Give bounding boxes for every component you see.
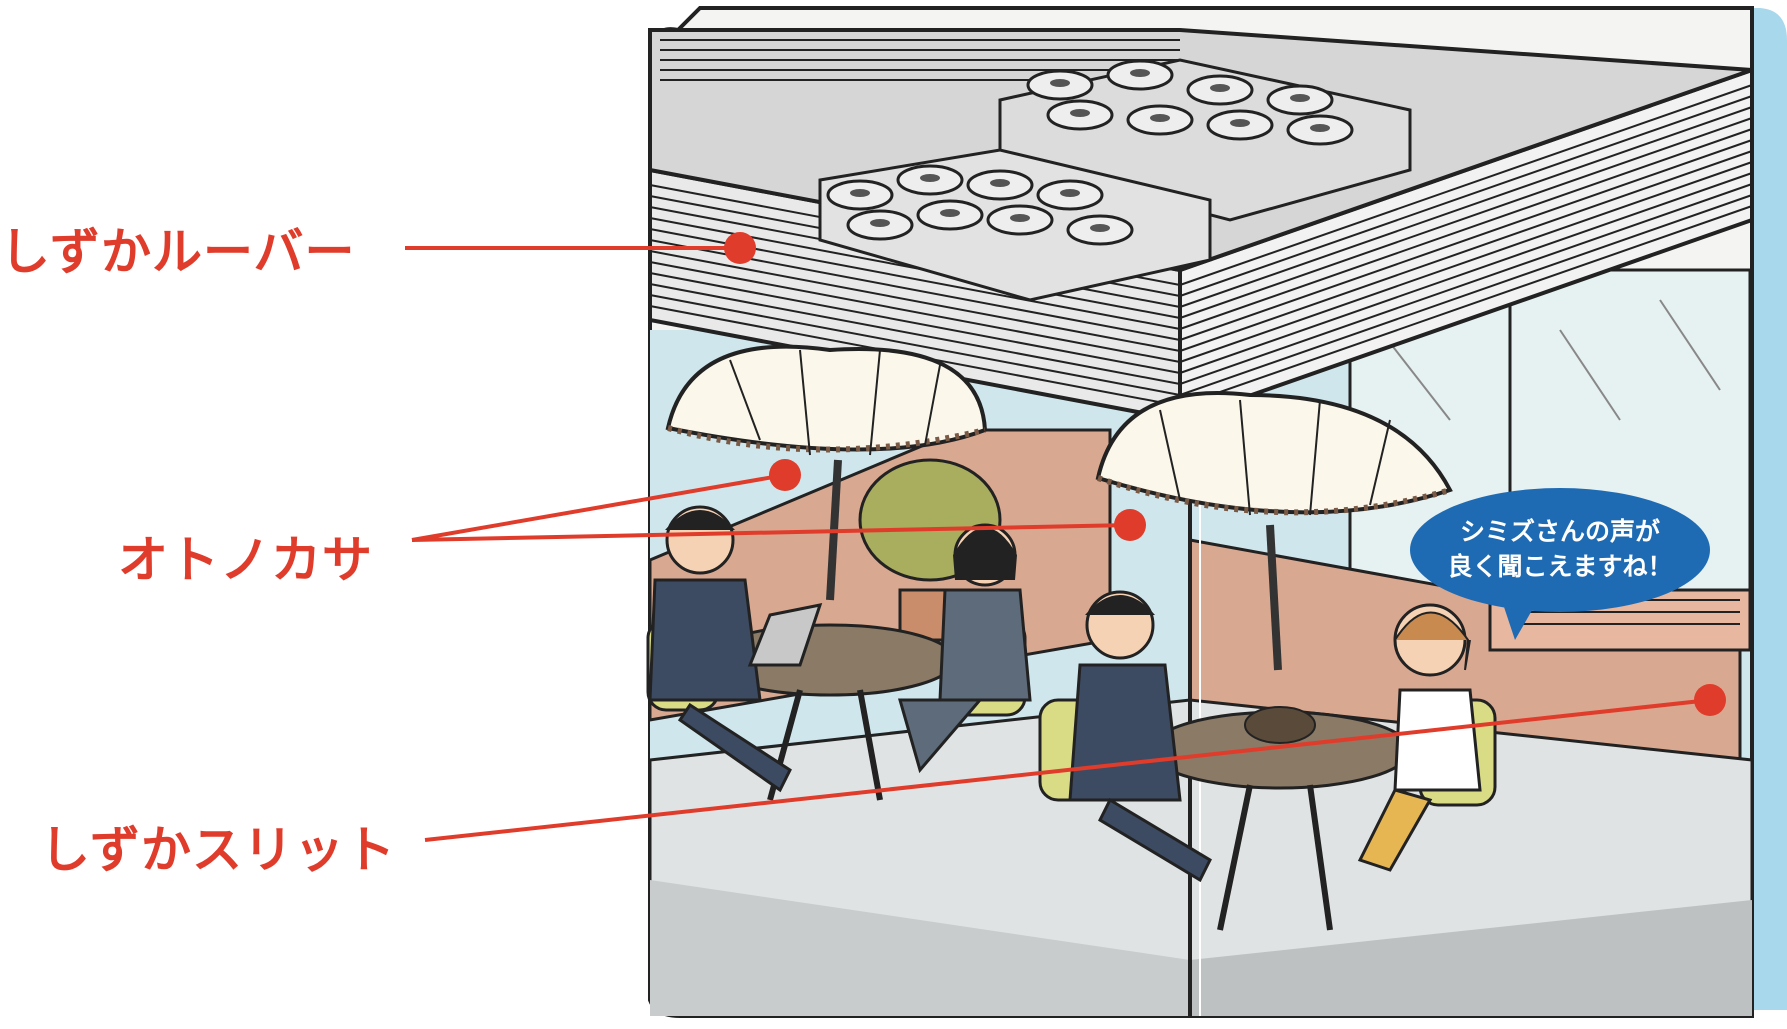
- person-woman-left: [898, 523, 1032, 774]
- table-right: [1148, 710, 1412, 931]
- ac-fan-hub: [920, 174, 940, 182]
- ac-fan-hub: [990, 179, 1010, 187]
- louver-slat: [1179, 84, 1753, 286]
- louver-slat: [649, 294, 1181, 396]
- speech-bubble-line1: シミズさんの声が: [1460, 517, 1660, 546]
- louver-slat: [1179, 139, 1753, 341]
- ac-fan-hub: [1150, 114, 1170, 122]
- otonokasa-umbrella-right: [1095, 391, 1453, 671]
- callout-dot-umbrella-left: [769, 459, 801, 491]
- ac-fan-hub: [870, 219, 890, 227]
- ac-fan-hub: [1070, 109, 1090, 117]
- louver-slat: [1179, 128, 1753, 330]
- person-woman-right: [1357, 603, 1482, 872]
- louver-slat: [649, 261, 1181, 363]
- ac-fan-hub: [1050, 79, 1070, 87]
- callout-dot-umbrella-right: [1114, 509, 1146, 541]
- ac-fan-hub: [850, 189, 870, 197]
- louver-slat: [649, 272, 1181, 374]
- ac-fan-hub: [1230, 119, 1250, 127]
- louver-slat: [1179, 172, 1753, 374]
- speech-bubble-line2: 良く聞こえますね！: [1447, 552, 1672, 581]
- ac-fan-hub: [1060, 189, 1080, 197]
- ac-fan-hub: [1210, 84, 1230, 92]
- ac-fan-hub: [1090, 224, 1110, 232]
- louver-slat: [649, 283, 1181, 385]
- louver-slat: [1179, 194, 1753, 396]
- louver-slat: [1179, 106, 1753, 308]
- louver-slat: [1179, 205, 1753, 407]
- label-shizuka-louver: しずかルーバー: [0, 223, 356, 281]
- person-man-laptop: [648, 505, 823, 793]
- label-otonokasa: オトノカサ: [118, 531, 373, 589]
- louver-slat: [1179, 95, 1753, 297]
- callout-dot-slit: [1694, 684, 1726, 716]
- louver-slats-right: [1179, 84, 1753, 407]
- callout-lines: [405, 246, 1711, 842]
- speech-bubble: シミズさんの声が 良く聞こえますね！: [1410, 488, 1710, 640]
- label-shizuka-slit: しずかスリット: [40, 821, 396, 879]
- ac-fan-hub: [940, 209, 960, 217]
- louver-slat: [1179, 161, 1753, 363]
- callout-dot-louver: [724, 232, 756, 264]
- louver-slat: [1179, 183, 1753, 385]
- ac-fan-hub: [1010, 214, 1030, 222]
- ac-fans: [826, 59, 1354, 246]
- louver-slat: [649, 250, 1181, 352]
- hedgehog: [1244, 706, 1316, 744]
- ac-fan-hub: [1130, 69, 1150, 77]
- louver-slat: [1179, 150, 1753, 352]
- ac-fan-hub: [1290, 94, 1310, 102]
- ac-fan-hub: [1310, 124, 1330, 132]
- louver-slat: [1179, 117, 1753, 319]
